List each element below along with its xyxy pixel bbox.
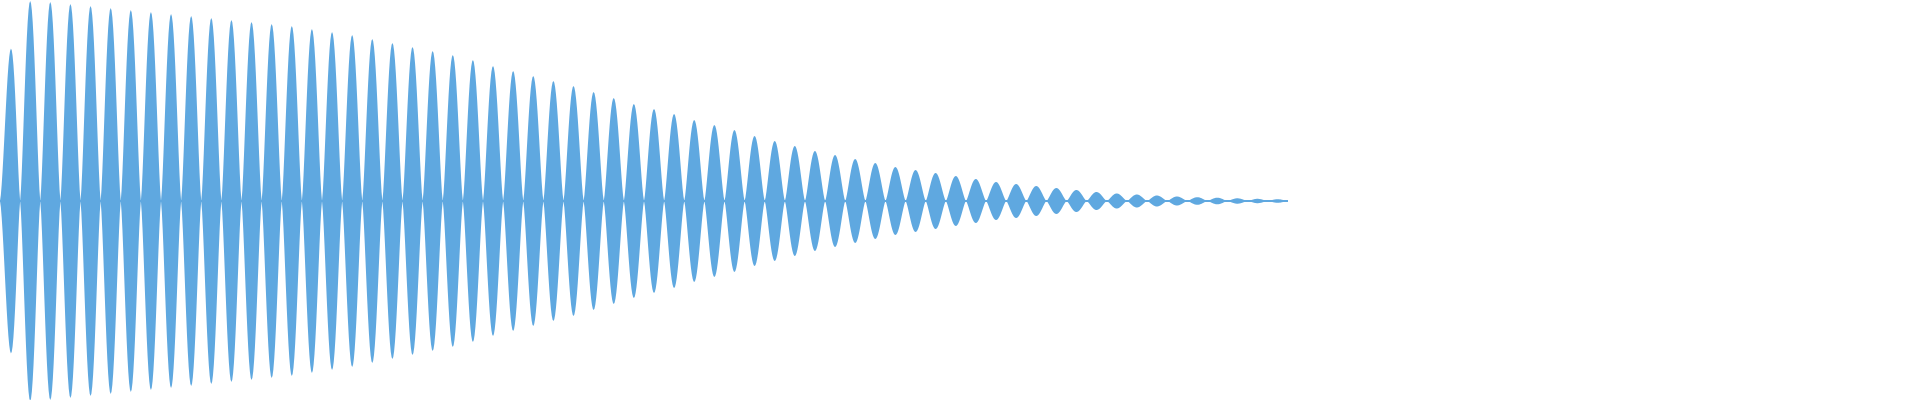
waveform-graphic [0, 1, 1288, 400]
